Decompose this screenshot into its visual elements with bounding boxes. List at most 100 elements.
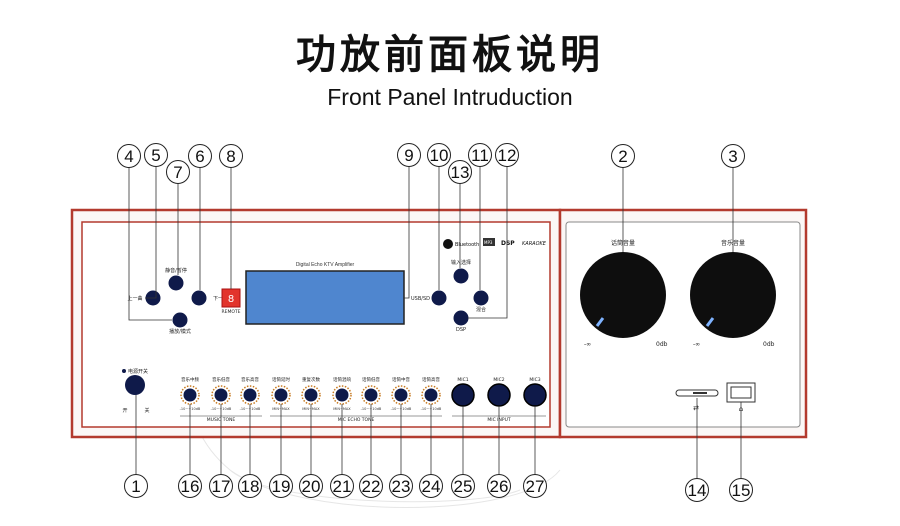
callout-number: 14 [688,481,707,500]
usb-sd-button[interactable] [431,290,447,306]
mix-label: 混合 [476,306,486,313]
prev-track-label: 上一曲 [127,295,142,302]
tone-knob-label: 音乐中频 [181,376,199,383]
callout-circle [219,144,243,168]
page-title-english: Front Panel Intruduction [327,84,573,110]
callout-circle [117,144,141,168]
power-off-label: 关 [144,407,149,414]
tone-knob-label: 重复次数 [302,376,320,383]
callout-number: 17 [212,477,231,496]
mic-jack[interactable] [487,383,511,407]
tone-knob[interactable] [364,388,378,402]
mic-jack-label: MIC3 [529,377,540,383]
callout-circle [427,143,451,167]
callout-number: 26 [490,477,509,496]
callout-circle [166,160,190,184]
callout-circle [188,144,212,168]
mp3-logo-icon [483,238,495,246]
remote-sensor-icon: 8 [228,294,234,305]
callout-circle [468,143,492,167]
callout-number: 10 [430,146,449,165]
tone-knob[interactable] [214,388,228,402]
callout-leader-line [128,167,172,321]
tone-knob-scale [301,385,321,405]
mic-jack[interactable] [451,383,475,407]
callout-leader-line [404,166,410,299]
mic-volume-pointer [595,317,605,327]
next-track-label: 下一曲 [213,295,228,302]
page-title-chinese: 功放前面板说明 [296,32,604,78]
callout-circle [209,474,233,498]
logo-karaoke: KARAOKE [522,241,547,247]
tone-knob[interactable] [394,388,408,402]
tone-knob[interactable] [243,388,257,402]
callout-number: 2 [618,147,627,166]
callout-number: 12 [498,146,517,165]
tone-knob-label: 话筒中音 [392,376,410,383]
tone-knob-scale [391,385,411,405]
callout-number: 20 [302,477,321,496]
callout-number: 5 [151,146,160,165]
logo-mp3: MP3 [484,240,493,245]
lcd-display [245,270,405,325]
bluetooth-logo-icon [443,239,453,249]
dsp-button[interactable] [453,310,469,326]
callout-circle [721,144,745,168]
callout-circle [238,474,262,498]
callout-circle [389,474,413,498]
power-on-label: 开 [122,408,127,414]
mic-echo-tone-label: MIC ECHO TONE [338,417,375,423]
callout-number: 24 [422,477,441,496]
tone-knob[interactable] [304,388,318,402]
sd-card-slot-inner [730,386,752,399]
callout-number: 19 [272,477,291,496]
mute-pause-button[interactable] [168,275,184,291]
logo-dsp: DSP [501,240,515,247]
display-caption: Digital Echo KTV Amplifier [296,262,355,268]
callout-circle [495,143,519,167]
callout-circle [178,474,202,498]
music-volume-max: 0db [763,341,775,348]
power-indicator-icon [122,369,126,373]
callout-number: 23 [392,477,411,496]
tone-knob-scale [271,385,291,405]
callout-number: 3 [728,147,737,166]
callout-number: 25 [454,477,473,496]
tone-knob[interactable] [335,388,349,402]
callout-circle [419,474,443,498]
callout-circle [729,478,753,502]
callout-leader-line [468,166,508,319]
next-track-button[interactable] [191,290,207,306]
callout-circle [448,160,472,184]
usb-port-slot [693,392,707,394]
mix-button[interactable] [473,290,489,306]
tone-knob[interactable] [424,388,438,402]
callout-circle [397,143,421,167]
power-switch-button[interactable] [125,375,145,395]
callout-circle [124,474,148,498]
tone-knob[interactable] [183,388,197,402]
callout-circle [299,474,323,498]
tone-knob-scale [180,385,200,405]
callout-circle [487,474,511,498]
callout-circle [523,474,547,498]
tone-knob[interactable] [274,388,288,402]
input-select-button[interactable] [453,268,469,284]
mic-volume-knob[interactable] [580,252,666,338]
callout-number: 21 [333,477,352,496]
callout-circle [451,474,475,498]
mic-jack[interactable] [523,383,547,407]
power-switch-label: 电源开关 [128,368,148,375]
tone-knob-label: 话筒高音 [422,376,440,383]
tone-knob-label: 音乐高音 [241,376,259,383]
callout-number: 11 [471,146,489,165]
usb-port-icon: ⇄ [693,404,699,412]
music-volume-knob[interactable] [690,252,776,338]
play-mode-button[interactable] [172,312,188,328]
remote-label: REMOTE [222,309,241,315]
callout-number: 8 [226,147,235,166]
callout-circle [359,474,383,498]
tone-knob-label: 音乐低音 [212,376,230,383]
